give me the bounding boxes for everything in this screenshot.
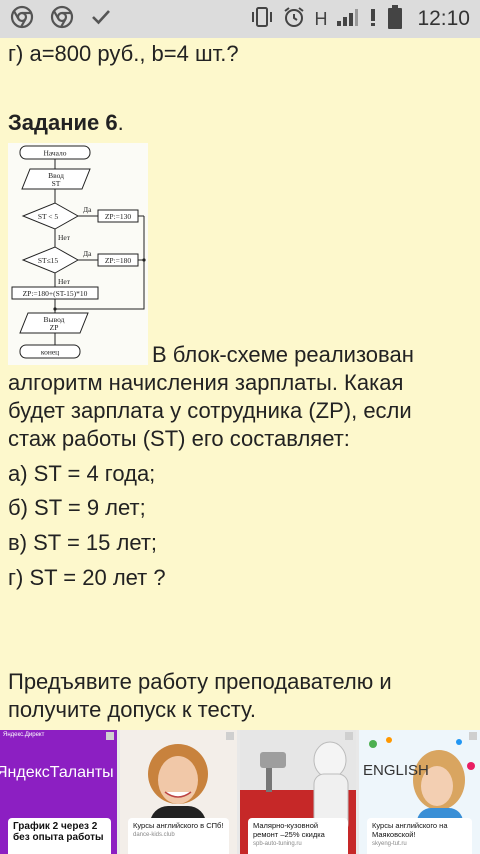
task-heading-dot: . (117, 110, 124, 135)
signal-icon (336, 7, 359, 32)
alarm-icon (283, 6, 305, 33)
status-bar: H 12:10 (0, 0, 480, 38)
vibrate-icon (250, 6, 274, 33)
ad-title: График 2 через 2 без опыта работы (13, 821, 104, 843)
ad-english-spb[interactable]: Курсы английского в СПб! dance-kids.club (120, 730, 237, 854)
previous-task-line: г) a=800 руб., b=4 шт.? (8, 41, 239, 66)
ad-label: Яндекс.Директ (3, 732, 45, 738)
ad-url: skyeng-tut.ru (372, 841, 407, 847)
ad-brand: ЯндексТаланты (0, 764, 114, 781)
flowchart-image: Начало Ввод ST ST < 5 Да ZP:=130 Нет ST≤… (8, 143, 148, 365)
flowchart-yes-1: Да (83, 205, 92, 214)
flowchart-condition-1: ST < 5 (38, 212, 59, 221)
ad-url: spb-auto-tuning.ru (253, 841, 302, 847)
ad-car-repair[interactable]: Малярно-кузовной ремонт –25% скидка spb-… (240, 730, 356, 854)
intro-line-3: будет зарплата у сотрудника (ZP), если (8, 398, 412, 423)
intro-line-4: стаж работы (ST) его составляет: (8, 426, 350, 451)
task-heading-row: Задание 6. (8, 109, 124, 136)
flowchart-output-label: Вывод (44, 315, 65, 324)
flowchart-end: конец (41, 348, 59, 357)
option-a: а) ST = 4 года; (8, 461, 156, 486)
task-heading: Задание 6 (8, 110, 118, 135)
clock: 12:10 (417, 7, 470, 30)
ad-url: dance-kids.club (133, 832, 175, 838)
flowchart-input-label: Ввод (48, 171, 64, 180)
intro-line-1: В блок-схеме реализован (152, 342, 414, 367)
page-content: г) a=800 руб., b=4 шт.? Задание 6. Начал… (0, 38, 480, 730)
ad-title: Курсы английского в СПб! (133, 821, 224, 830)
footer-line-1: Предъявите работу преподавателю и (8, 669, 392, 694)
ad-yandex-talents[interactable]: Яндекс.Директ ЯндексТаланты График 2 чер… (0, 730, 117, 854)
flowchart-input-var: ST (52, 179, 61, 188)
flowchart-no-2: Нет (58, 277, 71, 286)
option-c: в) ST = 15 лет; (8, 530, 158, 555)
ad-english-mayakovskaya[interactable]: ENGLISH Курсы английского на Маяковской!… (359, 730, 480, 854)
close-icon[interactable] (106, 732, 114, 740)
flowchart-condition-2: ST≤15 (38, 256, 59, 265)
option-d: г) ST = 20 лет ? (8, 565, 166, 590)
close-icon[interactable] (469, 732, 477, 740)
option-b: б) ST = 9 лет; (8, 495, 146, 520)
battery-icon (388, 4, 403, 34)
wifi-icon (367, 7, 379, 32)
close-icon[interactable] (226, 732, 234, 740)
flowchart-action-1: ZP:=130 (105, 212, 132, 221)
network-type-indicator: H (314, 8, 328, 29)
ad-title: Курсы английского на Маяковской! (372, 821, 448, 839)
chrome-icon (50, 5, 74, 34)
ad-strip: Яндекс.Директ ЯндексТаланты График 2 чер… (0, 730, 480, 854)
flowchart-output-var: ZP (50, 323, 59, 332)
close-icon[interactable] (345, 732, 353, 740)
chrome-icon (10, 5, 34, 34)
flowchart-start: Начало (43, 149, 66, 158)
footer-line-2: получите допуск к тесту. (8, 697, 256, 722)
flowchart-yes-2: Да (83, 249, 92, 258)
check-icon (90, 6, 112, 33)
ad-title: Малярно-кузовной ремонт –25% скидка (253, 821, 325, 839)
flowchart-action-2: ZP:=180 (105, 256, 132, 265)
ad-brand: ENGLISH (363, 762, 429, 779)
flowchart-no-1: Нет (58, 233, 71, 242)
flowchart-action-3: ZP:=180+(ST-15)*10 (23, 289, 88, 298)
intro-line-2: алгоритм начисления зарплаты. Какая (8, 370, 404, 395)
